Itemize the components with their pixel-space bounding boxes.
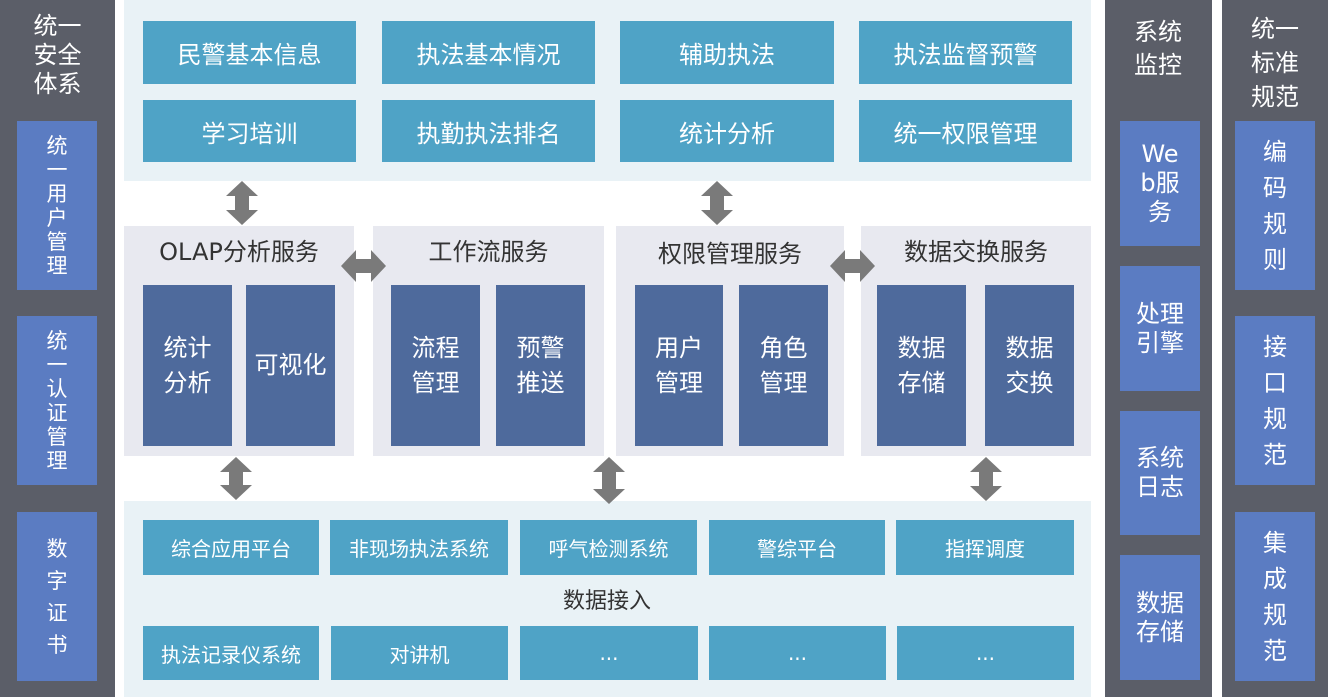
monitor-data-storage[interactable]: 数据存储 <box>1120 555 1200 680</box>
module-enforcement-basics[interactable]: 执法基本情况 <box>382 21 595 84</box>
module-police-info[interactable]: 民警基本信息 <box>143 21 356 84</box>
service-permission-title: 权限管理服务 <box>658 240 802 268</box>
access-body-camera[interactable]: 执法记录仪系统 <box>143 626 319 680</box>
service-olap-visualization[interactable]: 可视化 <box>246 285 335 446</box>
access-command-dispatch[interactable]: 指挥调度 <box>896 520 1074 575</box>
module-assisted-enforcement[interactable]: 辅助执法 <box>620 21 834 84</box>
service-olap-statistics[interactable]: 统计分析 <box>143 285 232 446</box>
security-item-cert[interactable]: 数字证书 <box>17 512 97 681</box>
access-more-3[interactable]: ... <box>897 626 1074 680</box>
module-statistics[interactable]: 统计分析 <box>620 100 834 162</box>
access-more-2[interactable]: ... <box>709 626 886 680</box>
service-exchange-storage[interactable]: 数据存储 <box>877 285 966 446</box>
double-arrow-icon <box>226 181 258 225</box>
double-arrow-icon <box>220 457 252 500</box>
double-arrow-icon <box>830 250 875 282</box>
security-item-auth[interactable]: 统一认证管理 <box>17 316 97 485</box>
access-offsite-enforcement[interactable]: 非现场执法系统 <box>330 520 508 575</box>
module-supervision-alert[interactable]: 执法监督预警 <box>859 21 1072 84</box>
double-arrow-icon <box>970 457 1002 501</box>
monitor-system-log[interactable]: 系统日志 <box>1120 411 1200 535</box>
double-arrow-icon <box>593 457 625 504</box>
service-workflow-title: 工作流服务 <box>428 238 549 266</box>
service-workflow-alert-push[interactable]: 预警推送 <box>496 285 585 446</box>
monitor-web-service[interactable]: Web服务 <box>1120 121 1200 246</box>
service-permission-role[interactable]: 角色管理 <box>739 285 828 446</box>
security-item-user[interactable]: 统一用户管理 <box>17 121 97 290</box>
double-arrow-icon <box>701 181 733 225</box>
service-workflow-process[interactable]: 流程管理 <box>391 285 480 446</box>
standard-interface-spec[interactable]: 接口规范 <box>1235 316 1315 485</box>
service-exchange-exchange[interactable]: 数据交换 <box>985 285 1074 446</box>
standard-integration-spec[interactable]: 集成规范 <box>1235 512 1315 681</box>
standard-encoding-rules[interactable]: 编码规则 <box>1235 121 1315 290</box>
service-exchange-title: 数据交换服务 <box>904 238 1048 266</box>
access-integrated-platform[interactable]: 综合应用平台 <box>143 520 319 575</box>
service-olap-title: OLAP分析服务 <box>159 238 319 266</box>
service-permission-user[interactable]: 用户管理 <box>635 285 723 446</box>
module-duty-ranking[interactable]: 执勤执法排名 <box>382 100 595 162</box>
monitor-engine[interactable]: 处理引擎 <box>1120 266 1200 391</box>
security-column-title: 统一安全体系 <box>33 12 82 98</box>
data-access-label: 数据接入 <box>562 589 651 614</box>
access-intercom[interactable]: 对讲机 <box>331 626 508 680</box>
access-police-platform[interactable]: 警综平台 <box>709 520 885 575</box>
access-breath-test[interactable]: 呼气检测系统 <box>520 520 697 575</box>
double-arrow-icon <box>341 250 386 282</box>
module-permission[interactable]: 统一权限管理 <box>859 100 1072 162</box>
access-more-1[interactable]: ... <box>520 626 698 680</box>
monitor-column-title: 系统监控 <box>1134 18 1182 79</box>
module-training[interactable]: 学习培训 <box>143 100 356 162</box>
standard-column-title: 统一标准规范 <box>1251 15 1299 111</box>
